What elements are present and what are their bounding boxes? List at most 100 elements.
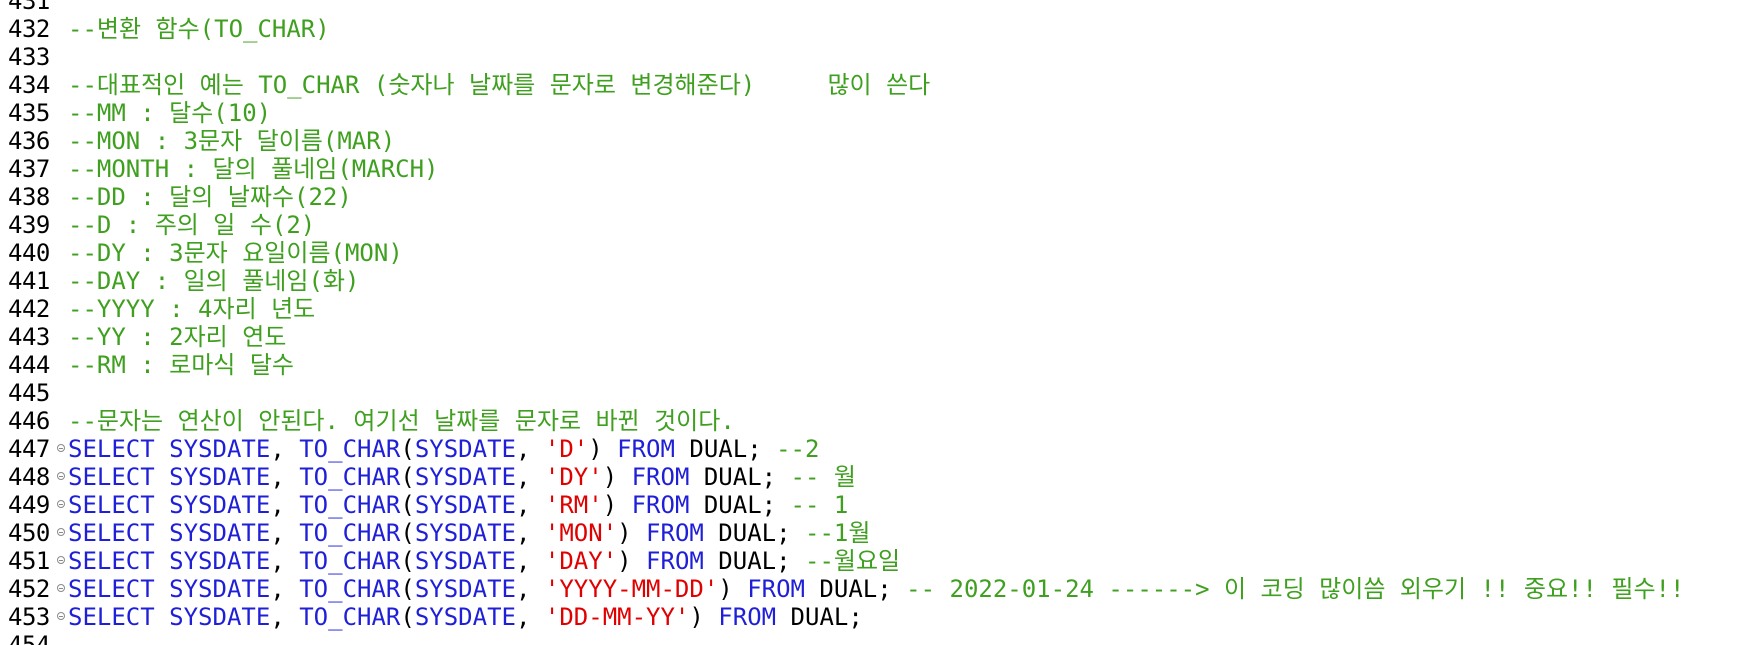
code-text bbox=[155, 519, 169, 547]
sql-keyword: FROM bbox=[718, 603, 777, 631]
code-line[interactable]: 437 --MONTH : 달의 풀네임(MARCH) bbox=[0, 155, 1745, 183]
code-text: , bbox=[515, 491, 545, 519]
code-text: , bbox=[270, 603, 300, 631]
fold-collapse-icon[interactable] bbox=[56, 463, 68, 491]
code-comment: --D : 주의 일 수(2) bbox=[68, 211, 316, 239]
code-comment: --DD : 달의 날짜수(22) bbox=[68, 183, 352, 211]
code-text bbox=[155, 491, 169, 519]
fold-gutter bbox=[56, 239, 68, 267]
sql-keyword: SELECT bbox=[68, 519, 155, 547]
code-line[interactable]: 441 --DAY : 일의 풀네임(화) bbox=[0, 267, 1745, 295]
sql-keyword: SELECT bbox=[68, 575, 155, 603]
sql-keyword: SELECT bbox=[68, 603, 155, 631]
line-number: 445 bbox=[8, 379, 50, 407]
sql-keyword: SYSDATE bbox=[414, 463, 516, 491]
code-line[interactable]: 434--대표적인 예는 TO_CHAR (숫자나 날짜를 문자로 변경해준다)… bbox=[0, 71, 1745, 99]
line-number: 438 bbox=[8, 183, 50, 211]
sql-keyword: FROM bbox=[747, 575, 805, 603]
string-literal: 'DD-MM-YY' bbox=[544, 603, 690, 631]
code-text bbox=[155, 463, 169, 491]
code-text: , bbox=[515, 519, 545, 547]
string-literal: 'D' bbox=[544, 435, 589, 463]
code-text: DUAL; bbox=[804, 575, 907, 603]
fold-collapse-icon[interactable] bbox=[56, 603, 68, 631]
code-text bbox=[155, 435, 169, 463]
code-line[interactable]: 431 bbox=[0, 0, 1745, 15]
code-line[interactable]: 438 --DD : 달의 날짜수(22) bbox=[0, 183, 1745, 211]
code-comment: --문자는 연산이 안된다. 여기선 날짜를 문자로 바뀐 것이다. bbox=[68, 407, 735, 435]
code-line[interactable]: 436--MON : 3문자 달이름(MAR) bbox=[0, 127, 1745, 155]
code-line[interactable]: 432 --변환 함수(TO_CHAR) bbox=[0, 15, 1745, 43]
fold-gutter bbox=[56, 43, 68, 71]
line-code: SELECT SYSDATE, TO_CHAR(SYSDATE, 'DAY') … bbox=[68, 547, 900, 575]
code-text: , bbox=[270, 491, 300, 519]
string-literal: 'RM' bbox=[544, 491, 603, 519]
line-number: 431 bbox=[8, 0, 50, 15]
code-line[interactable]: 439--D : 주의 일 수(2) bbox=[0, 211, 1745, 239]
code-text: , bbox=[515, 463, 545, 491]
code-text: ) bbox=[617, 519, 647, 547]
fold-gutter bbox=[56, 267, 68, 295]
code-text: ) bbox=[602, 463, 632, 491]
line-number: 432 bbox=[8, 15, 50, 43]
fold-gutter bbox=[56, 15, 68, 43]
code-comment: --MM : 달수(10) bbox=[68, 99, 272, 127]
line-code: --MON : 3문자 달이름(MAR) bbox=[68, 127, 395, 155]
code-line[interactable]: 445 bbox=[0, 379, 1745, 407]
code-line[interactable]: 443--YY : 2자리 연도 bbox=[0, 323, 1745, 351]
code-comment: -- 2022-01-24 ------> 이 코딩 많이씀 외우기 !! 중요… bbox=[906, 575, 1685, 603]
code-text: , bbox=[515, 435, 545, 463]
code-line[interactable]: 435--MM : 달수(10) bbox=[0, 99, 1745, 127]
fold-gutter bbox=[56, 99, 68, 127]
fold-gutter bbox=[56, 155, 68, 183]
line-number: 441 bbox=[8, 267, 50, 295]
code-text: DUAL; bbox=[703, 519, 805, 547]
sql-keyword: SYSDATE bbox=[169, 575, 271, 603]
sql-function: TO_CHAR bbox=[299, 463, 401, 491]
code-comment: --DAY : 일의 풀네임(화) bbox=[68, 267, 360, 295]
code-line[interactable]: 442--YYYY : 4자리 년도 bbox=[0, 295, 1745, 323]
line-code: SELECT SYSDATE, TO_CHAR(SYSDATE, 'D') FR… bbox=[68, 435, 819, 463]
fold-collapse-icon[interactable] bbox=[56, 491, 68, 519]
code-text: , bbox=[270, 575, 300, 603]
code-line[interactable]: 449 SELECT SYSDATE, TO_CHAR(SYSDATE, 'RM'… bbox=[0, 491, 1745, 519]
code-text: ) bbox=[617, 547, 647, 575]
sql-function: TO_CHAR bbox=[299, 491, 401, 519]
code-text: ( bbox=[400, 603, 415, 631]
code-line[interactable]: 454 bbox=[0, 631, 1745, 645]
line-number: 437 bbox=[8, 155, 50, 183]
code-text bbox=[155, 547, 169, 575]
fold-collapse-icon[interactable] bbox=[56, 435, 68, 463]
fold-collapse-icon[interactable] bbox=[56, 575, 68, 603]
line-code: --YYYY : 4자리 년도 bbox=[68, 295, 315, 323]
line-number: 449 bbox=[8, 491, 50, 519]
line-code: --변환 함수(TO_CHAR) bbox=[68, 15, 330, 43]
line-number: 433 bbox=[8, 43, 50, 71]
code-comment: -- 1 bbox=[790, 491, 849, 519]
string-literal: 'YYYY-MM-DD' bbox=[544, 575, 719, 603]
line-number: 450 bbox=[8, 519, 50, 547]
fold-collapse-icon[interactable] bbox=[56, 547, 68, 575]
code-text: ( bbox=[400, 519, 415, 547]
code-line[interactable]: 433 bbox=[0, 43, 1745, 71]
code-line[interactable]: 446--문자는 연산이 안된다. 여기선 날짜를 문자로 바뀐 것이다. bbox=[0, 407, 1745, 435]
fold-gutter bbox=[56, 183, 68, 211]
fold-gutter bbox=[56, 379, 68, 407]
code-line[interactable]: 440--DY : 3문자 요일이름(MON) bbox=[0, 239, 1745, 267]
line-number: 448 bbox=[8, 463, 50, 491]
line-code: SELECT SYSDATE, TO_CHAR(SYSDATE, 'RM') F… bbox=[68, 491, 848, 519]
code-line[interactable]: 444--RM : 로마식 달수 bbox=[0, 351, 1745, 379]
fold-collapse-icon[interactable] bbox=[56, 519, 68, 547]
sql-keyword: SYSDATE bbox=[414, 575, 516, 603]
line-code: --MONTH : 달의 풀네임(MARCH) bbox=[68, 155, 439, 183]
code-text: ( bbox=[400, 435, 415, 463]
sql-function: TO_CHAR bbox=[299, 519, 401, 547]
code-comment: --2 bbox=[776, 435, 820, 463]
